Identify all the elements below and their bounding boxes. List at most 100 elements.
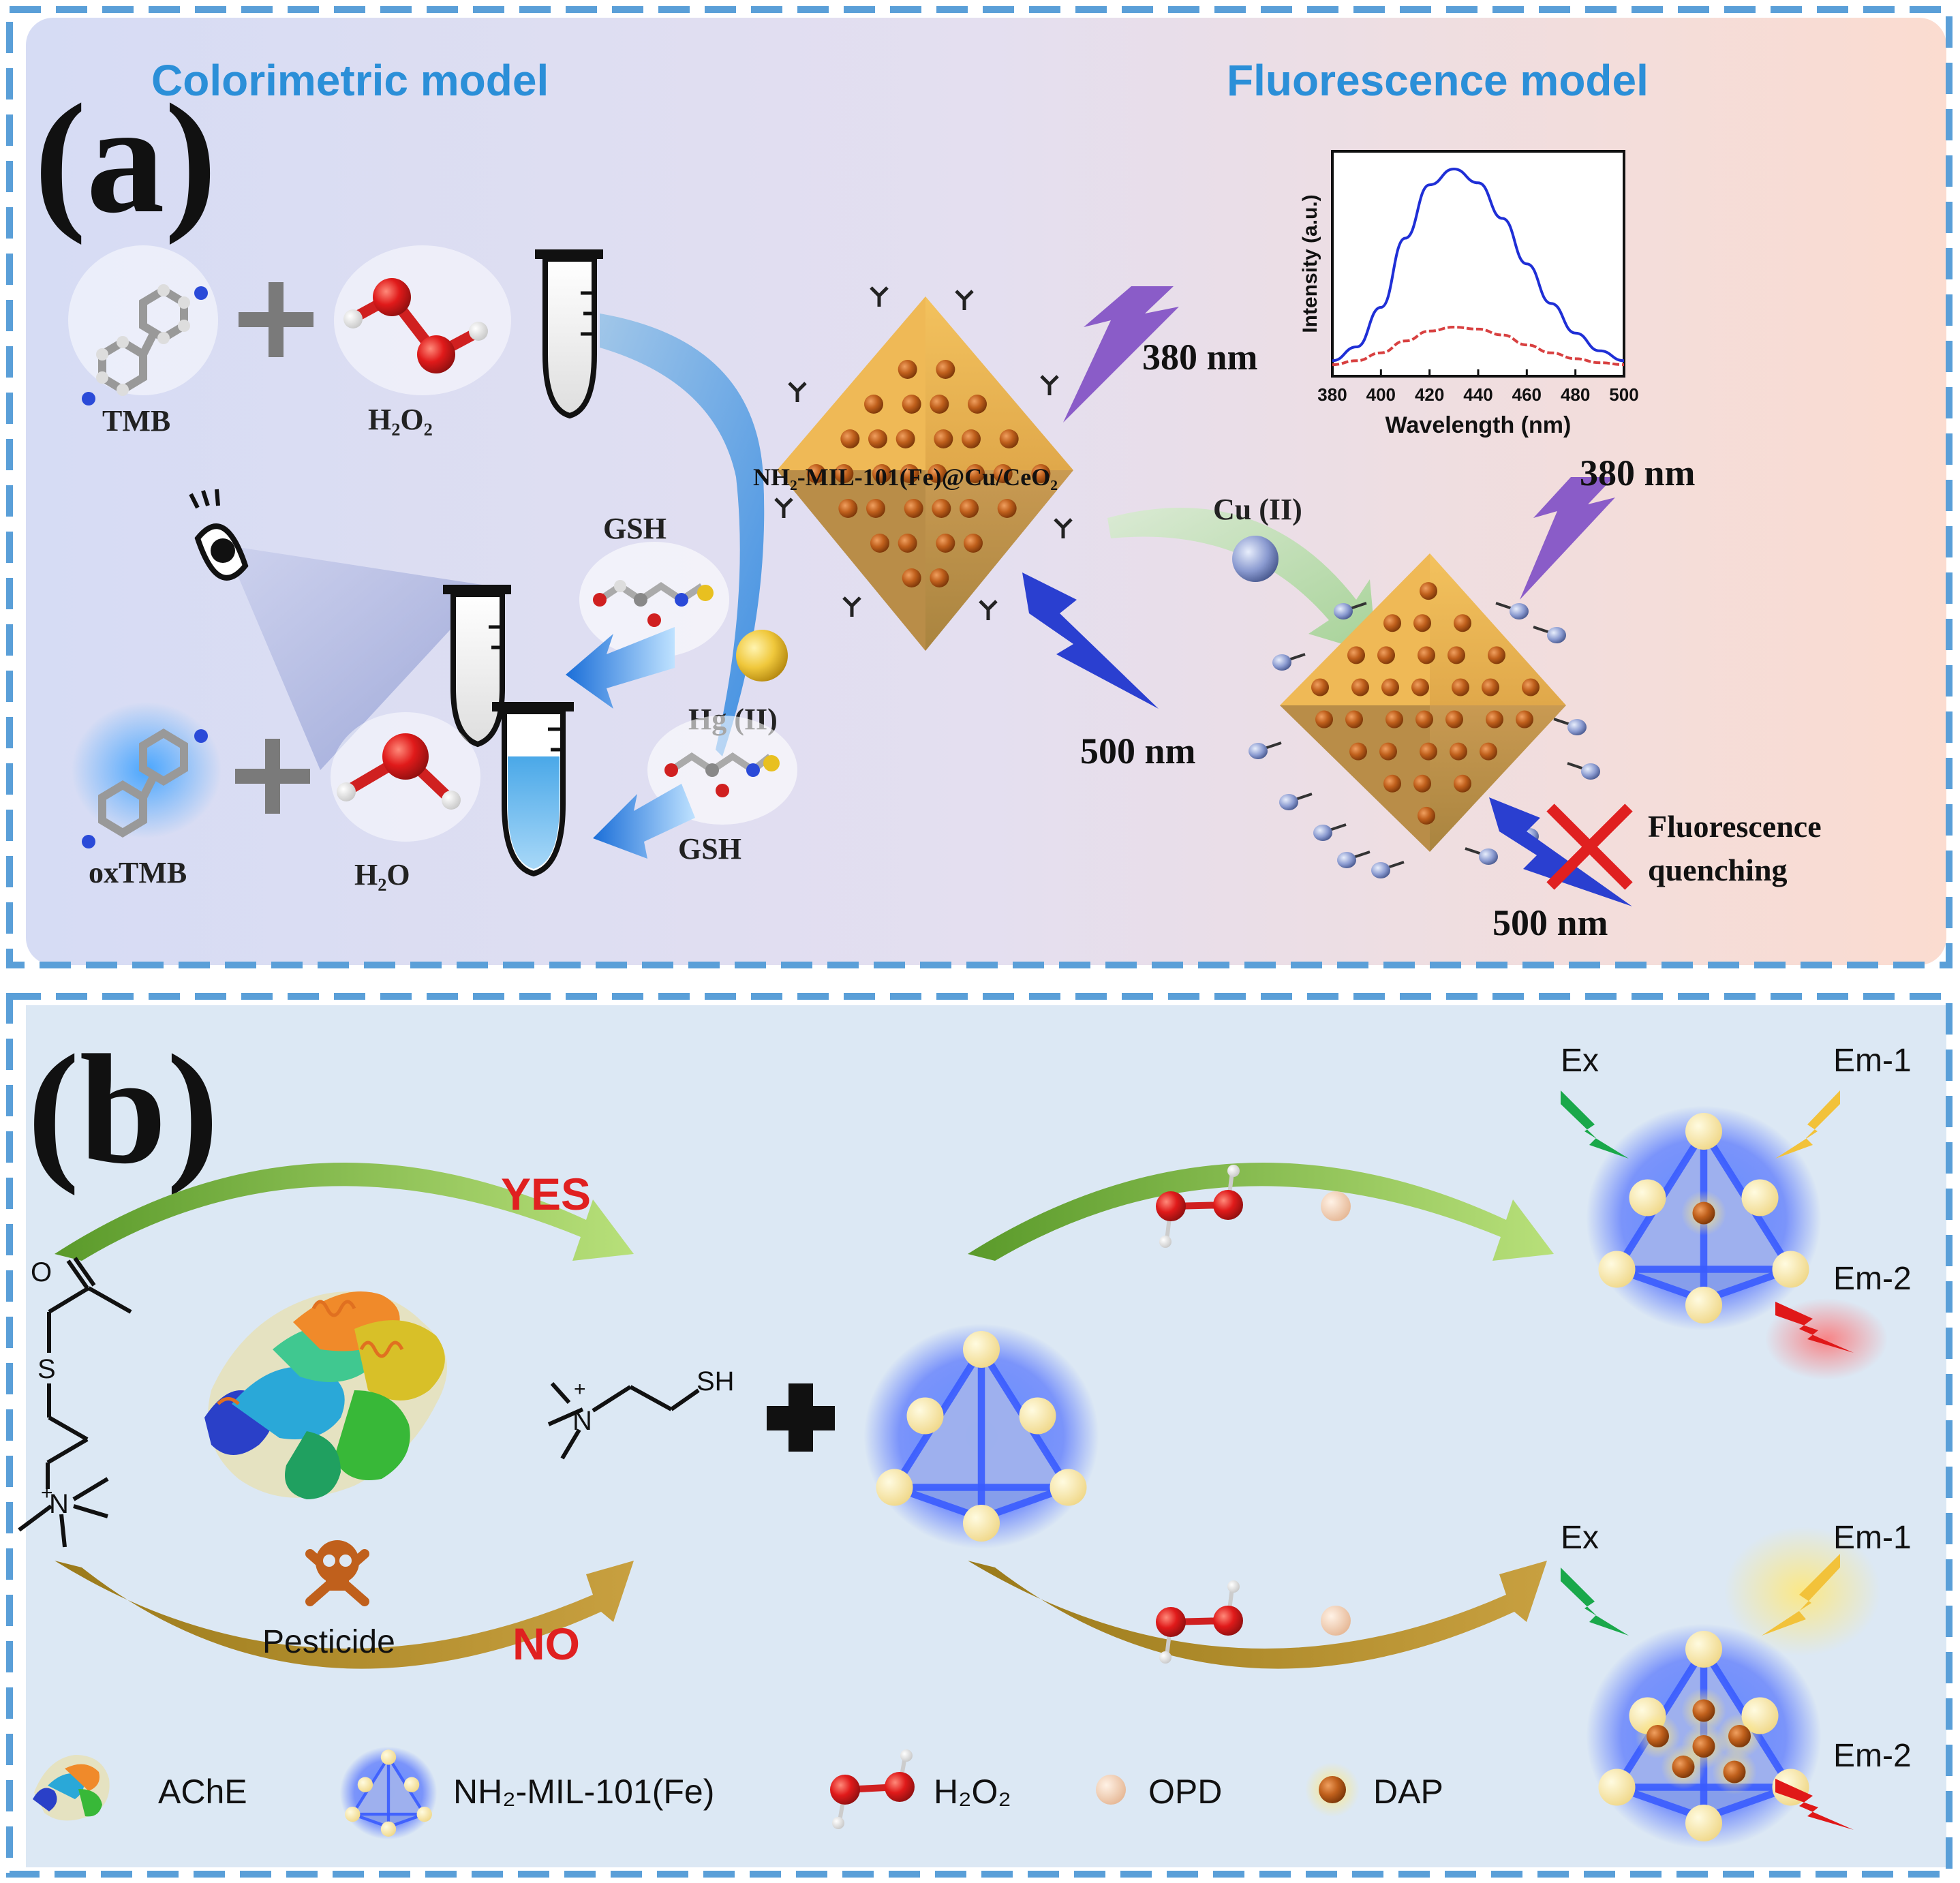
legend-ache-label: AChE [158,1773,247,1811]
chart-xtick-label: 460 [1512,384,1542,405]
bolt-purple-right [1520,477,1615,600]
mof-particle [866,499,885,518]
chart-series-line-2 [1332,325,1625,367]
arrow-right-top [968,1163,1554,1261]
mof-particle [930,568,949,587]
cu-particle [1334,603,1353,619]
tetra-node [1772,1251,1809,1288]
mof-particle [1347,646,1365,664]
cu-linker [1264,741,1282,750]
tetra-node [416,1806,432,1822]
mof-octahedron-right [1249,553,1600,878]
cu-particle [1279,794,1298,810]
mof-particle [936,534,955,553]
mof-particle [962,429,981,448]
mof-particle [1420,582,1437,600]
cu-ball [1232,536,1278,582]
mof-particle [964,534,983,553]
mof-particle [1413,614,1431,632]
tmb-molecule [68,245,218,405]
cu-linker [1349,602,1367,610]
mof-particle [898,534,917,553]
mof-particle [1480,742,1497,761]
legend-dap-label: DAP [1373,1773,1443,1811]
dap-particle [1723,1760,1746,1784]
bolt-blue-center [1022,572,1159,709]
o-atom: O [31,1257,52,1287]
gsh-molecule-top [579,542,729,658]
h2o-label: H₂O [354,858,410,891]
colorimetric-title: Colorimetric model [151,56,549,105]
tetra-node [380,1821,397,1837]
mof-particle [968,395,987,414]
mof-particle [1454,774,1471,793]
tube-blue [492,702,574,877]
legend: AChE NH₂-MIL-101(Fe) H₂O₂ OPD DAP [33,1746,1443,1840]
s-atom: S [37,1354,56,1384]
mof-label: NH₂-MIL-101(Fe)@Cu/CeO₂ [753,463,1058,491]
em1-top-label: Em-1 [1833,1043,1912,1079]
dap-particle [1692,1735,1715,1758]
mof-particle [1486,710,1503,729]
bolt-em2-top [1775,1302,1854,1353]
cu-linker [1288,653,1306,661]
chart-series-line-1 [1332,167,1625,363]
mof-octahedron-center [774,286,1073,651]
legend-h2o2-label: H₂O₂ [934,1773,1011,1811]
mof-particle [1311,678,1329,696]
mof-tetrahedron-bottom-right [1586,1623,1822,1849]
plus-icon-2 [235,739,310,814]
h2o2-label: H₂O₂ [368,403,433,436]
legend-mof-icon [339,1746,438,1840]
cu-linker [1295,793,1313,801]
cu-linker [1567,762,1584,770]
quench-line2: quenching [1648,853,1788,887]
cu-particle [1337,852,1356,868]
fluorescence-title: Fluorescence model [1227,56,1649,105]
mof-particle [870,534,889,553]
mof-particle [902,395,921,414]
cu-linker [1353,851,1371,859]
tetra-node [380,1749,397,1765]
mof-particle [840,429,860,448]
chart-xtick-label: 480 [1561,384,1590,405]
cu-linker [1553,718,1571,726]
ligand [1040,375,1059,395]
mof-particle [872,464,891,483]
oxtmb-molecule [72,702,221,848]
mof-particle [864,395,883,414]
bolt-blue-right [1489,797,1632,906]
tetra-node [1598,1251,1636,1288]
ligand [870,286,889,307]
pesticide-label: Pesticide [262,1624,395,1660]
mof-particle [838,499,858,518]
arrow-no [55,1561,634,1669]
mof-particle [898,360,917,379]
arrow-yes [55,1163,634,1261]
hg-ball [736,630,788,682]
mof-particle [993,464,1013,483]
cu-linker [1387,861,1405,869]
acetylthiocholine-structure [18,1257,132,1548]
mof-particle [806,464,826,483]
ligand [788,382,807,402]
mof-particle [1418,806,1435,825]
cu-particle [1479,848,1498,865]
panel-b-label: (b) [27,1022,219,1196]
panel-b-frame [6,993,1953,1878]
tube-top [535,249,603,419]
cross-icon [1546,803,1633,890]
mof-particle [895,429,915,448]
mof-particle [1448,646,1465,664]
sh-label: SH [696,1366,735,1396]
ex-bottom-label-b: Ex [1561,1520,1599,1556]
mof-particle [1351,678,1369,696]
mof-particle [900,464,919,483]
mof-particle [1418,646,1435,664]
eye-icon [189,489,491,770]
mof-particle [1379,742,1397,761]
mof-particle [1450,742,1467,761]
plus-icon [239,282,313,357]
mof-particle [1031,464,1051,483]
